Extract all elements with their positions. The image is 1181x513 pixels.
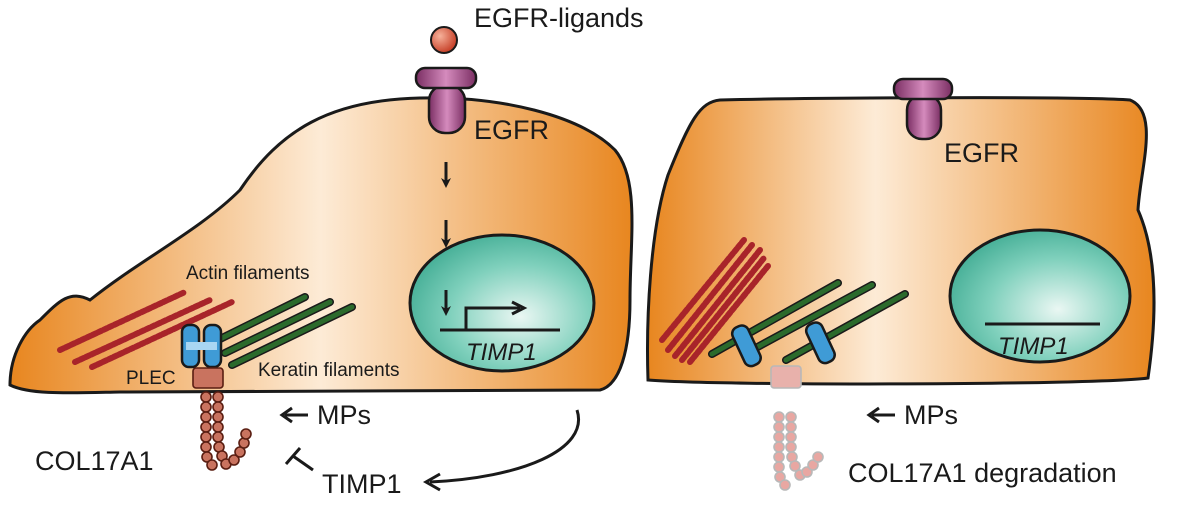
right-plectin [730,321,836,368]
right-actin-filaments [659,237,771,365]
left-nucleus [408,233,596,373]
timp1-secretion-arrowhead [422,472,441,492]
timp1-inhibition [284,447,314,472]
left-keratin-filaments [214,293,356,369]
left-mps-arrow [279,406,308,424]
col17a1-label: COL17A1 [35,446,154,476]
left-actin-filaments [57,289,235,370]
egfr-ligands-label: EGFR-ligands [474,3,644,33]
timp1-secreted-label: TIMP1 [322,469,402,499]
timp1-gene-left [440,300,560,332]
col17a1-degradation-label: COL17A1 degradation [848,458,1117,488]
left-plectin [180,323,223,369]
left-egfr-receptor [414,66,478,135]
mps-label-right: MPs [904,400,958,430]
right-keratin-filaments [708,279,909,364]
timp1-gene-label-left: TIMP1 [466,339,537,366]
right-col17a1-degraded [770,365,824,491]
left-col17a1 [192,367,252,471]
actin-label: Actin filaments [186,263,310,284]
timp1-gene-label-right: TIMP1 [998,333,1069,360]
egfr-label-right: EGFR [944,138,1019,168]
right-nucleus [948,228,1132,364]
egfr-label-left: EGFR [474,115,549,145]
right-mps-arrow [866,406,895,424]
keratin-label: Keratin filaments [258,360,400,381]
mps-label-left: MPs [317,400,371,430]
right-egfr-receptor [892,77,954,141]
timp1-secretion-arrow [429,409,581,484]
egfr-ligand [430,26,458,54]
plec-label: PLEC [126,368,176,389]
